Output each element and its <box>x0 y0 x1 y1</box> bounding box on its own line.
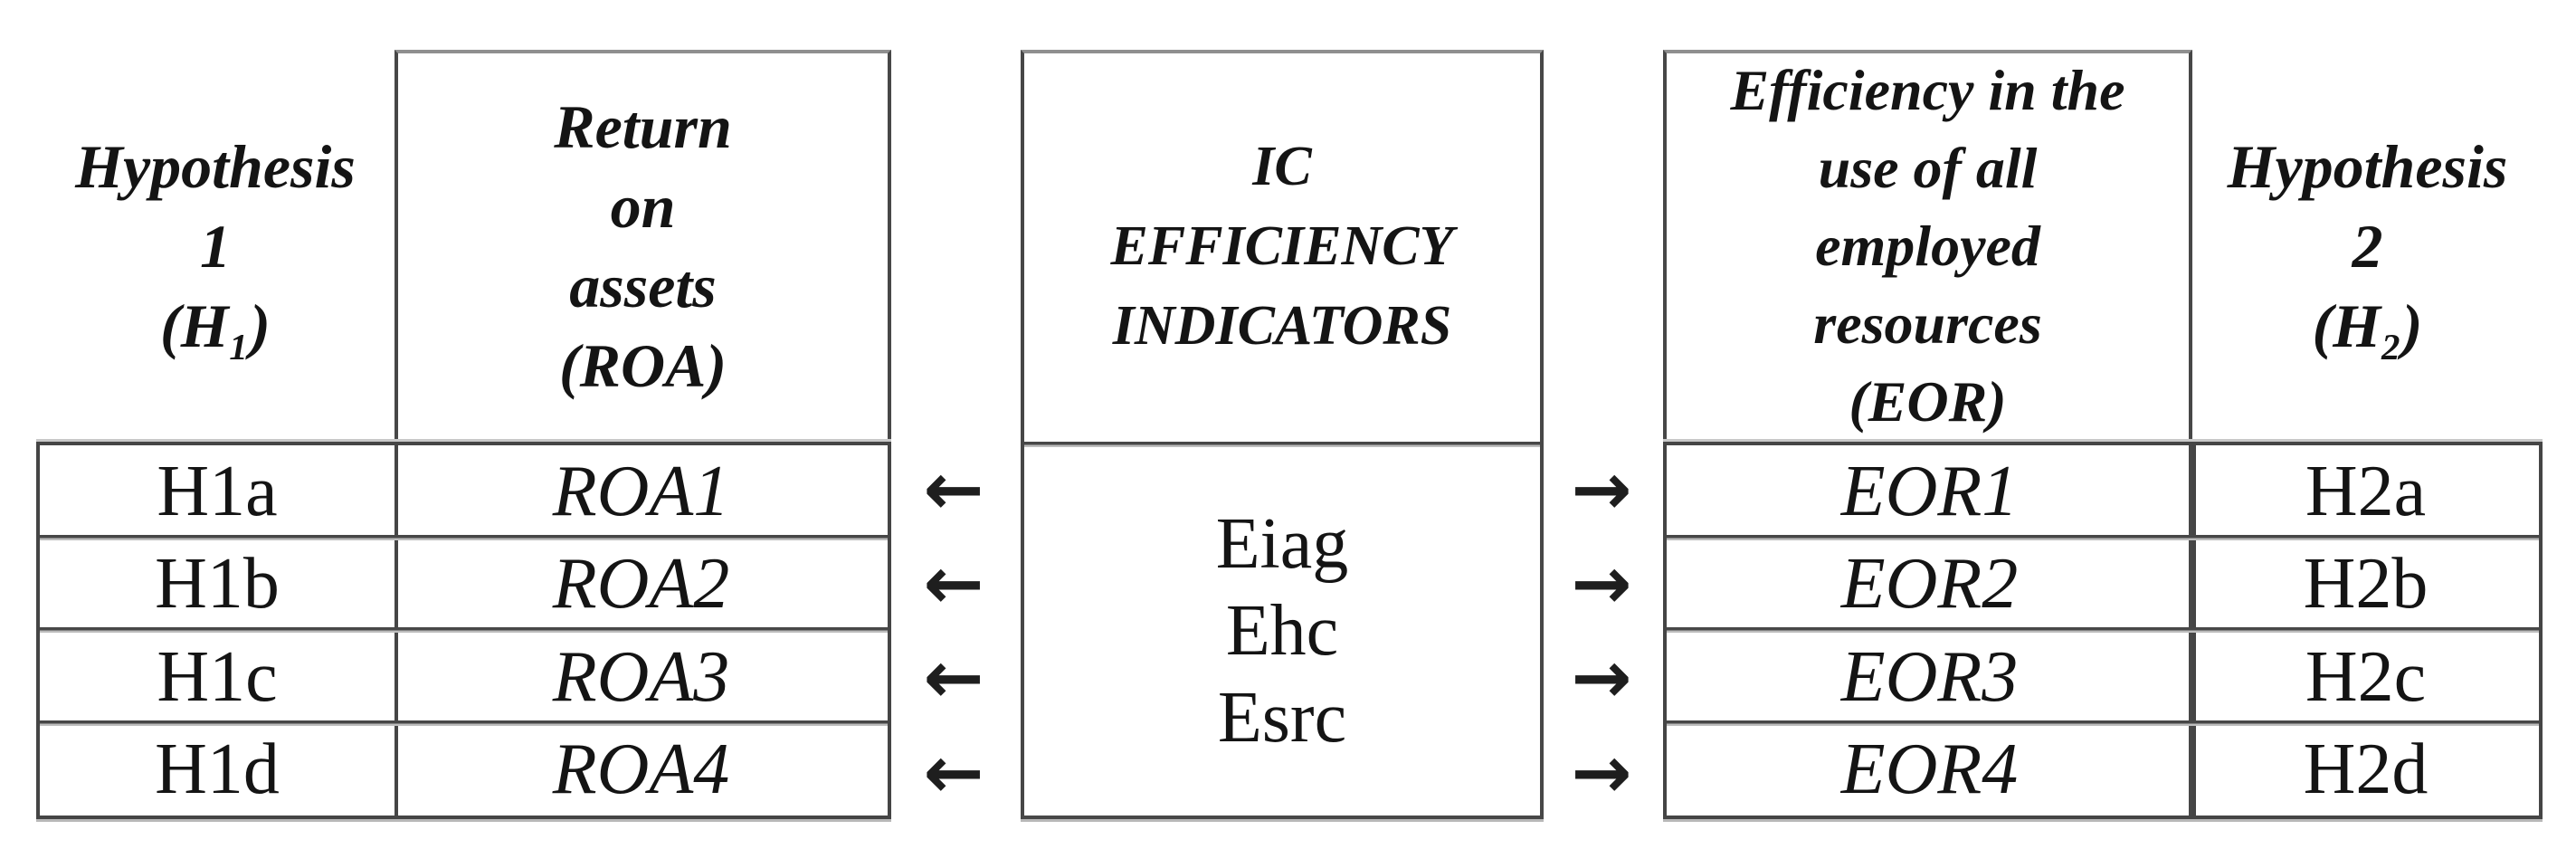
table-cell-h2c: H2c <box>2305 636 2427 717</box>
row-divider <box>40 627 888 633</box>
ic-efficiency-box <box>1021 50 1544 819</box>
table-cell-h1b: H1b <box>155 544 280 625</box>
table-cell-roa3: ROA3 <box>552 636 730 717</box>
header-line: resources <box>1813 291 2042 356</box>
header-line: use of all <box>1818 135 2038 200</box>
table-cell-roa1: ROA1 <box>552 452 730 532</box>
row-divider <box>40 720 888 726</box>
left-arrow-icon: ← <box>923 446 984 531</box>
table-cell-eor1: EOR1 <box>1840 452 2019 532</box>
right-rows-grid: EOR1 H2a EOR2 H2b EOR3 H2c EOR4 H2d <box>1667 445 2539 816</box>
right-arrow-icon: → <box>1571 730 1632 815</box>
header-line: INDICATORS <box>1112 294 1452 357</box>
table-cell-eor3: EOR3 <box>1840 636 2019 717</box>
header-line: 1 <box>200 211 231 281</box>
table-cell-h2d: H2d <box>2303 729 2429 809</box>
right-arrow-icon: → <box>1571 540 1632 625</box>
header-line: (H₁) <box>160 291 271 360</box>
header-line: Hypothesis <box>2227 131 2508 201</box>
header-line: IC <box>1252 135 1312 197</box>
table-cell-h1d: H1d <box>155 729 280 809</box>
table-cell-roa2: ROA2 <box>552 544 730 625</box>
table-cell-h2a: H2a <box>2305 452 2427 532</box>
header-line: EFFICIENCY <box>1110 215 1454 277</box>
indicator-eiag: Eiag <box>1215 503 1349 584</box>
hypothesis1-header: Hypothesis 1 (H₁) <box>36 50 394 442</box>
row-divider <box>40 535 888 540</box>
ic-indicator-list: Eiag Ehc Esrc <box>1021 445 1544 816</box>
indicator-esrc: Esrc <box>1217 677 1347 758</box>
indicator-ehc: Ehc <box>1225 590 1339 671</box>
table-cell-h1c: H1c <box>157 636 278 717</box>
row-divider <box>1667 627 2539 633</box>
header-line: assets <box>569 251 717 320</box>
hypothesis2-header: Hypothesis 2 (H₂) <box>2192 50 2543 442</box>
left-arrow-icon: ← <box>923 730 984 815</box>
ic-efficiency-header: IC EFFICIENCY INDICATORS <box>1021 50 1544 442</box>
row-divider <box>1667 535 2539 540</box>
header-line: (H₂) <box>2312 291 2423 360</box>
header-line: Efficiency in the <box>1730 57 2125 122</box>
table-cell-eor4: EOR4 <box>1840 729 2019 809</box>
eor-header: Efficiency in the use of all employed re… <box>1663 50 2192 442</box>
table-cell-eor2: EOR2 <box>1840 544 2019 625</box>
table-cell-h1a: H1a <box>157 452 278 532</box>
header-line: (EOR) <box>1849 368 2007 434</box>
right-arrow-icon: → <box>1571 634 1632 720</box>
row-divider <box>1667 720 2539 726</box>
right-arrow-icon: → <box>1571 446 1632 531</box>
left-rows-table: H1a ROA1 H1b ROA2 H1c ROA3 H1d ROA4 <box>36 442 891 819</box>
right-rows-table: EOR1 H2a EOR2 H2b EOR3 H2c EOR4 H2d <box>1663 442 2543 819</box>
header-line: on <box>610 171 676 241</box>
header-line: employed <box>1815 213 2040 278</box>
header-line: Hypothesis <box>75 131 356 201</box>
header-line: (ROA) <box>558 330 727 400</box>
left-arrow-icon: ← <box>923 634 984 720</box>
left-rows-grid: H1a ROA1 H1b ROA2 H1c ROA3 H1d ROA4 <box>40 445 888 816</box>
ic-box-divider <box>1024 442 1540 447</box>
roa-header: Return on assets (ROA) <box>394 50 891 442</box>
table-cell-roa4: ROA4 <box>552 729 730 809</box>
left-arrow-icon: ← <box>923 540 984 625</box>
header-line: Return <box>554 91 732 161</box>
header-line: 2 <box>2352 211 2383 281</box>
table-cell-h2b: H2b <box>2303 544 2429 625</box>
